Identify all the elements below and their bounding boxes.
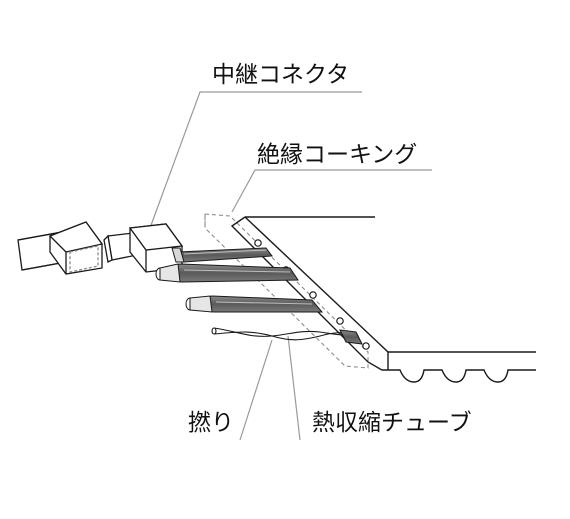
- leader-twist: [239, 339, 273, 441]
- relay-connector: [103, 223, 184, 273]
- twisted-pair: [211, 327, 363, 345]
- leader-insulation-caulking: [231, 169, 432, 213]
- screw-hole: [336, 317, 344, 325]
- screw-hole: [254, 239, 262, 247]
- leader-heat-shrink: [287, 335, 301, 441]
- leader-relay-connector: [149, 91, 362, 229]
- label-insulation-caulking: 絶縁コーキング: [257, 142, 417, 168]
- wire-3: [185, 295, 324, 313]
- caulking-volume: [204, 213, 369, 369]
- leader-lines: [149, 91, 432, 441]
- wire-1: [171, 247, 273, 263]
- screw-hole: [309, 291, 317, 299]
- label-twist: 撚り: [188, 410, 234, 436]
- serrated-edge: [388, 369, 536, 383]
- equipment-body: [230, 216, 536, 383]
- label-relay-connector: 中継コネクタ: [212, 62, 349, 88]
- left-connector: [48, 221, 104, 275]
- wire-2: [155, 263, 299, 283]
- screw-hole: [362, 342, 370, 350]
- label-heat-shrink-tube: 熱収縮チューブ: [312, 410, 472, 436]
- screw-holes: [254, 239, 370, 350]
